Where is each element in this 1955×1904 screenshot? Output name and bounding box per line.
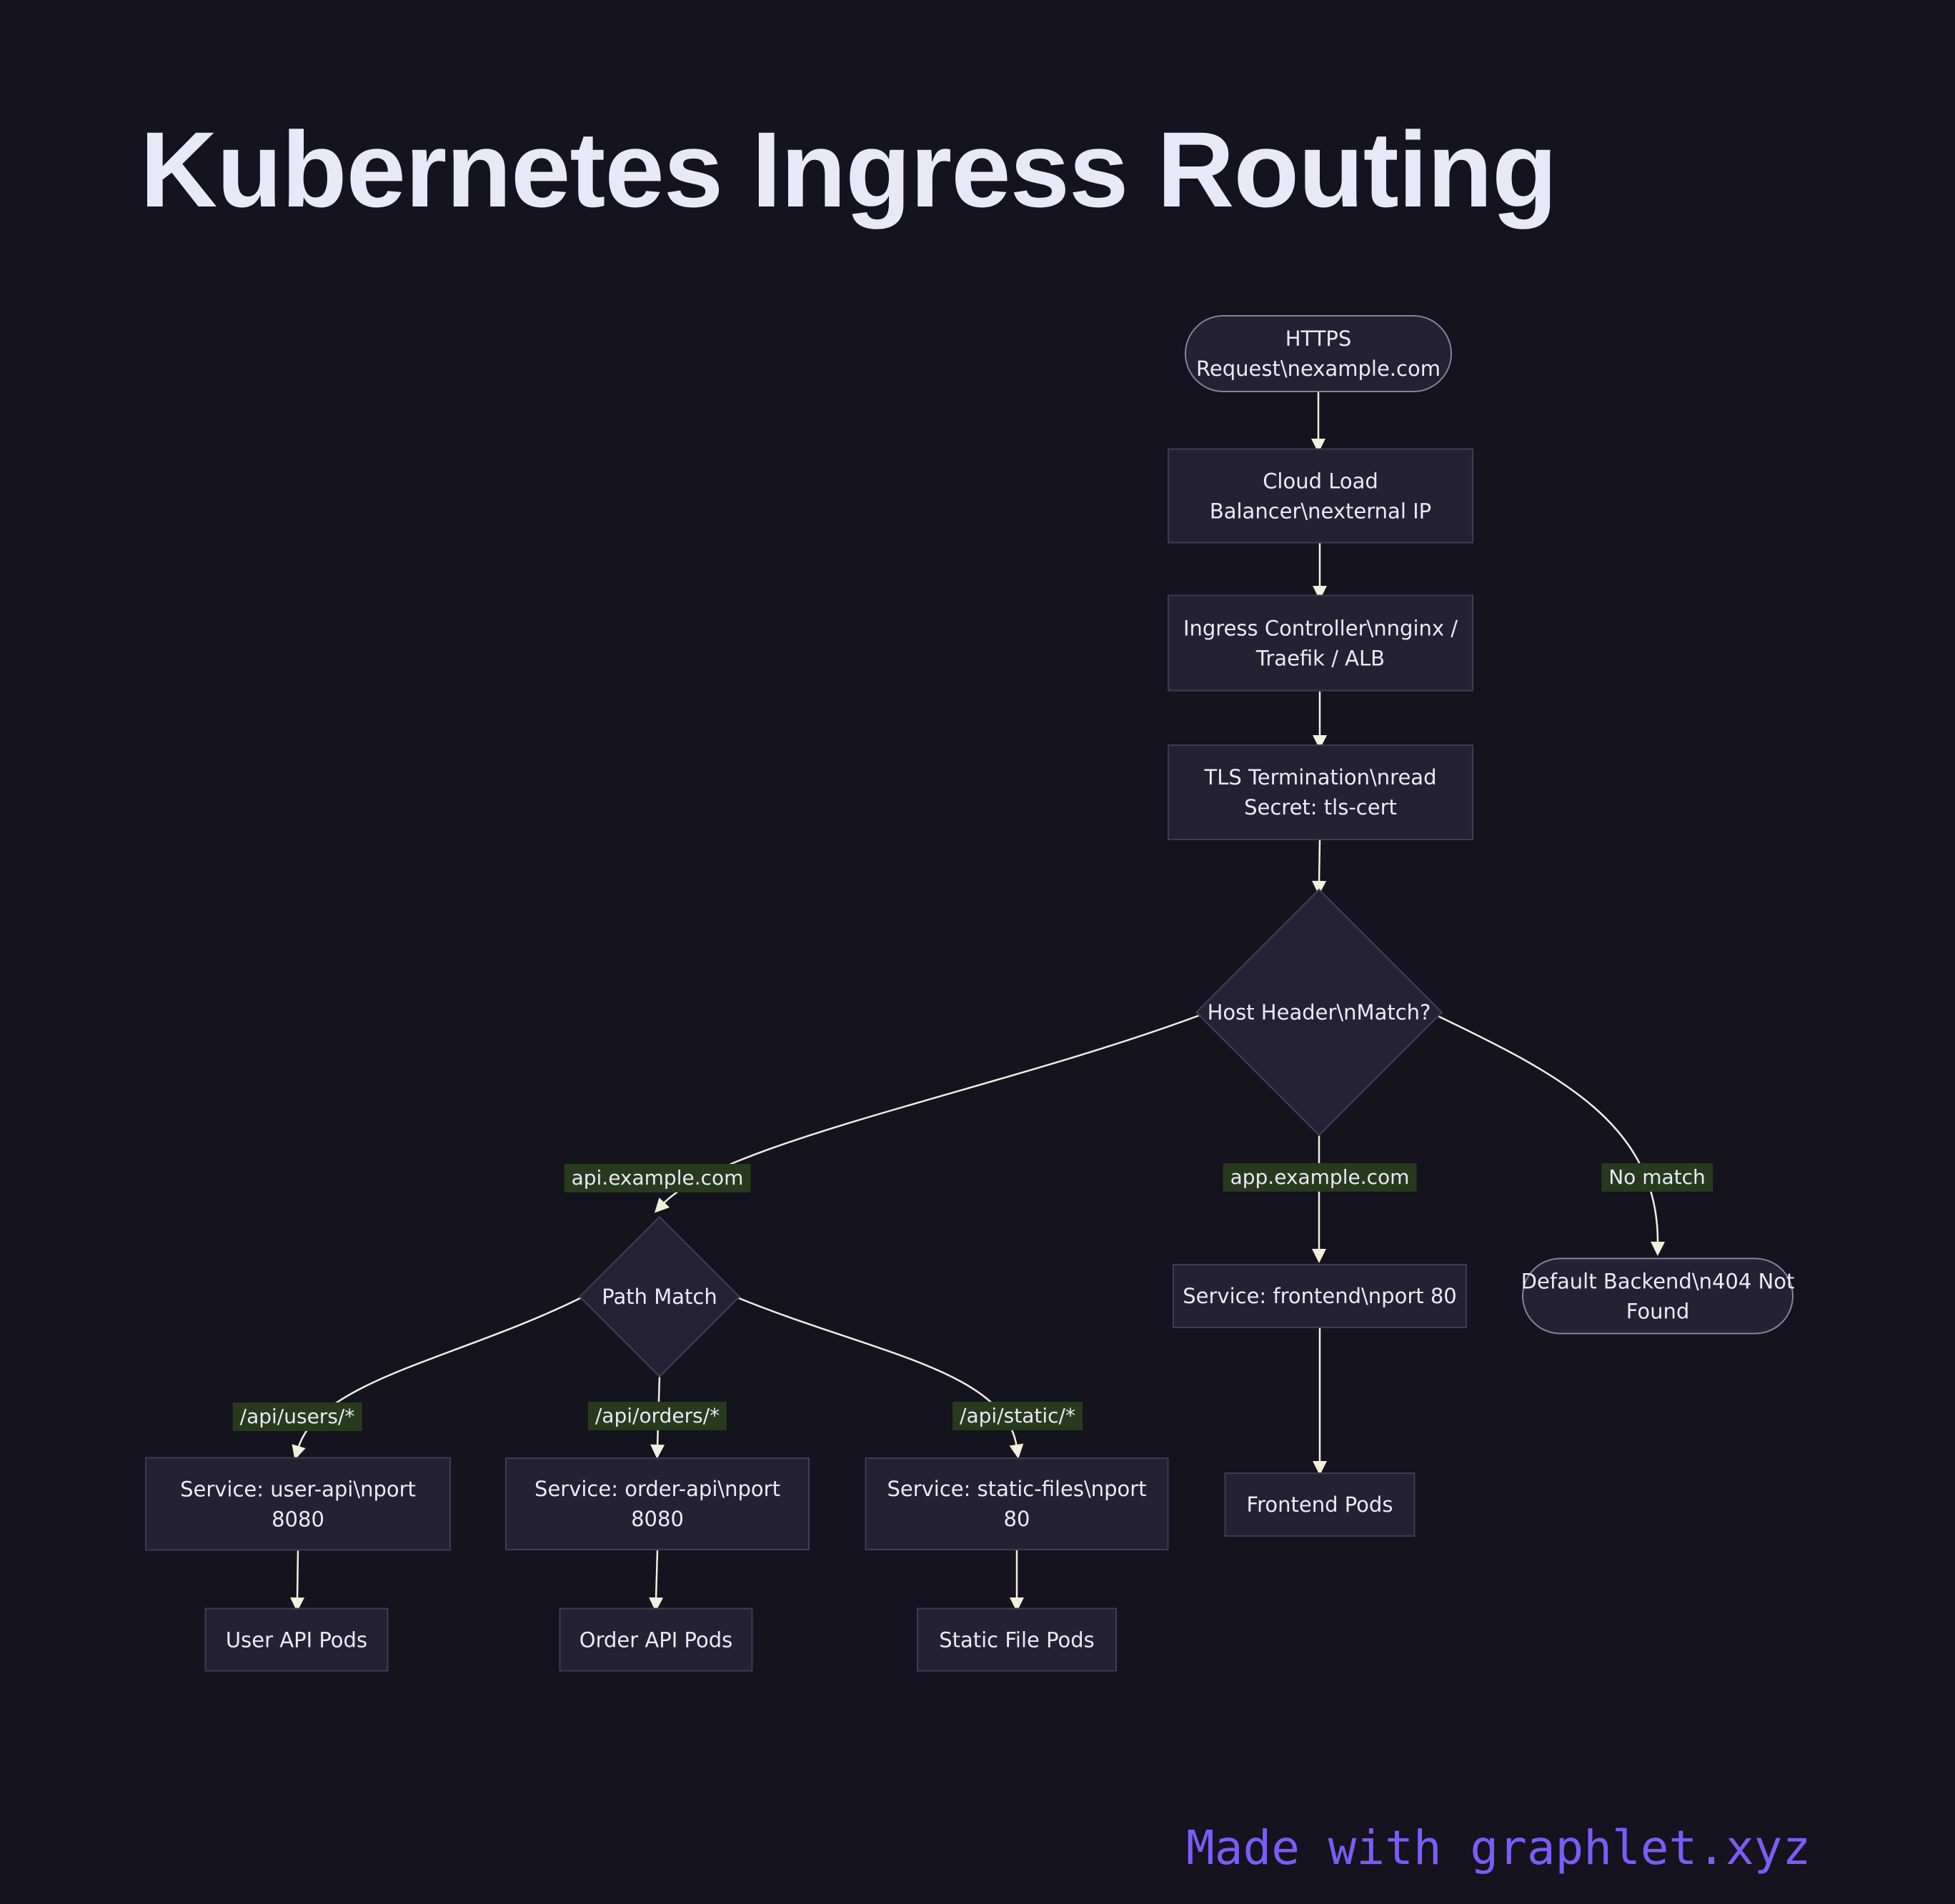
node-user-api-pods: User API Pods xyxy=(204,1608,389,1672)
node-service-user-api: Service: user-api\nport 8080 xyxy=(145,1457,451,1551)
node-service-static-files-line2: 80 xyxy=(1003,1507,1030,1531)
node-order-api-pods: Order API Pods xyxy=(559,1608,753,1672)
edge-tls-to-hostheader xyxy=(1312,839,1327,895)
edge-label-no-match: No match xyxy=(1601,1163,1713,1192)
edge-user-svc-to-pods xyxy=(290,1550,305,1612)
node-tls-termination: TLS Termination\nread Secret: tls-cert xyxy=(1168,744,1473,840)
node-default-backend-line1: Default Backend\n404 Not xyxy=(1521,1269,1795,1293)
host-header-diamond-label: Host Header\nMatch? xyxy=(1207,1000,1431,1025)
node-order-api-pods-line1: Order API Pods xyxy=(579,1628,733,1652)
node-static-file-pods: Static File Pods xyxy=(917,1608,1117,1672)
node-cloud-load-balancer-line1: Cloud Load xyxy=(1263,469,1378,493)
node-cloud-load-balancer-line2: Balancer\nexternal IP xyxy=(1209,499,1432,523)
page-title: Kubernetes Ingress Routing xyxy=(140,109,1558,229)
node-ingress-controller-line2: Traefik / ALB xyxy=(1255,646,1386,670)
node-https-request-line1: HTTPS xyxy=(1285,327,1352,351)
node-ingress-controller: Ingress Controller\nnginx / Traefik / AL… xyxy=(1168,594,1473,692)
edge-order-svc-to-pods xyxy=(649,1550,664,1612)
edge-label-app-host: app.example.com xyxy=(1223,1163,1417,1192)
node-service-static-files-line1: Service: static-files\nport xyxy=(887,1477,1147,1501)
edge-label-path-orders: /api/orders/* xyxy=(587,1402,727,1430)
path-match-diamond-label: Path Match xyxy=(602,1285,717,1309)
edge-label-path-static: /api/static/* xyxy=(952,1402,1083,1430)
node-default-backend-line2: Found xyxy=(1626,1299,1690,1323)
node-service-order-api: Service: order-api\nport 8080 xyxy=(505,1457,810,1550)
edge-label-api-host: api.example.com xyxy=(564,1164,751,1192)
node-user-api-pods-line1: User API Pods xyxy=(225,1628,368,1652)
node-https-request-line2: Request\nexample.com xyxy=(1196,357,1441,381)
node-https-request: HTTPS Request\nexample.com xyxy=(1185,315,1452,392)
node-tls-termination-line2: Secret: tls-cert xyxy=(1244,795,1397,819)
node-frontend-pods-line1: Frontend Pods xyxy=(1246,1492,1393,1517)
node-service-user-api-line2: 8080 xyxy=(272,1507,324,1531)
node-service-frontend: Service: frontend\nport 80 xyxy=(1173,1264,1467,1328)
node-cloud-load-balancer: Cloud Load Balancer\nexternal IP xyxy=(1168,448,1473,544)
node-service-order-api-line1: Service: order-api\nport xyxy=(534,1477,780,1501)
node-default-backend: Default Backend\n404 Not Found xyxy=(1521,1257,1795,1335)
node-tls-termination-line1: TLS Termination\nread xyxy=(1204,765,1437,789)
edge-label-path-users: /api/users/* xyxy=(232,1402,362,1431)
node-ingress-controller-line1: Ingress Controller\nnginx / xyxy=(1183,616,1458,640)
node-frontend-pods: Frontend Pods xyxy=(1224,1472,1416,1537)
node-service-user-api-line1: Service: user-api\nport xyxy=(180,1477,416,1501)
edge-hostheader-to-default-backend xyxy=(1436,1014,1666,1256)
node-service-frontend-line1: Service: frontend\nport 80 xyxy=(1183,1284,1457,1308)
made-with-graphlet-link[interactable]: Made with graphlet.xyz xyxy=(1186,1820,1811,1875)
node-static-file-pods-line1: Static File Pods xyxy=(939,1628,1095,1652)
node-service-static-files: Service: static-files\nport 80 xyxy=(865,1457,1169,1550)
node-service-order-api-line2: 8080 xyxy=(631,1507,684,1531)
